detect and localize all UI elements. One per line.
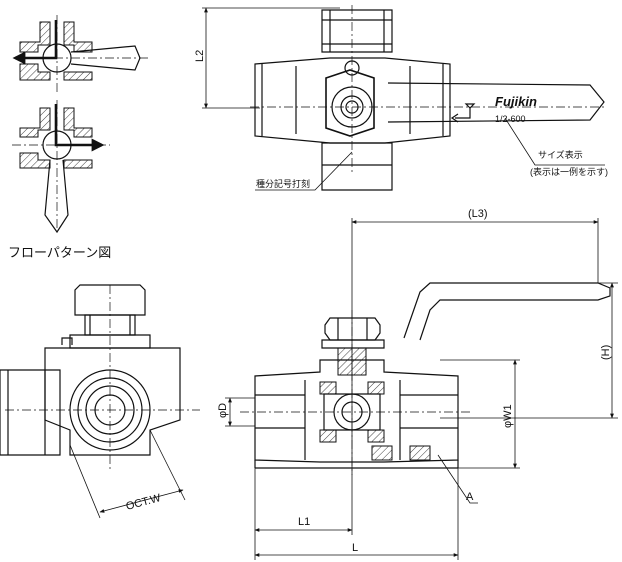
dim-W1: φW1	[502, 404, 514, 428]
flow-pattern-label: フローパターン図	[8, 245, 111, 260]
dim-OCT: OCT.W	[125, 492, 163, 513]
handle-size-text: 1/2-600	[495, 114, 526, 124]
callout-marking: 種分記号打刻	[256, 178, 310, 189]
dim-L2: L2	[194, 50, 206, 62]
callout-size-display: サイズ表示	[538, 149, 583, 160]
flow-pattern-top	[12, 15, 150, 95]
handle-brand: Fujikin	[495, 94, 537, 109]
dim-H: (H)	[600, 345, 612, 360]
dim-L: L	[352, 542, 358, 554]
dim-L1: L1	[298, 516, 310, 528]
dim-L3: (L3)	[468, 208, 488, 220]
flow-pattern-bottom	[12, 100, 110, 234]
side-view: OCT.W	[0, 284, 200, 519]
front-view: (L3) (H)	[217, 208, 618, 560]
top-view: L2 Fujikin 1/2-600 種分記号打刻 サイズ表示	[194, 5, 608, 191]
dim-D: φD	[217, 403, 229, 418]
dim-A: A	[466, 491, 474, 503]
callout-size-display-note: (表示は一例を示す)	[530, 166, 608, 177]
